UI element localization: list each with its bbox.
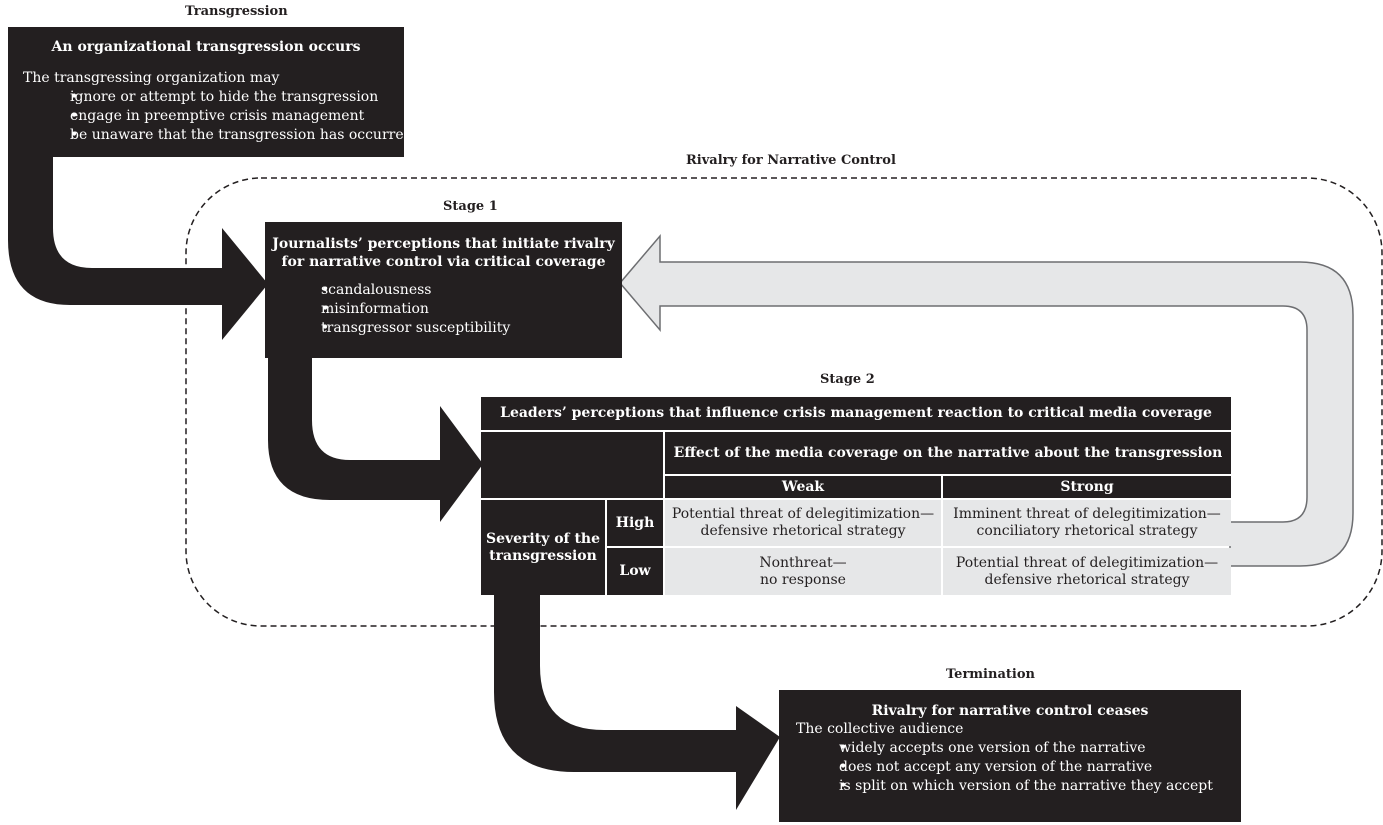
column-strong: Strong [943,476,1231,498]
arrow-stage2-to-termination [494,590,780,810]
cell-high-weak: Potential threat of delegitimization—def… [665,500,941,546]
severity-label: Severity of the transgression [481,500,605,595]
list-item: engage in preemptive crisis management [38,107,404,126]
row-low: Low [607,548,663,595]
arrow-transgression-to-stage1 [8,150,268,340]
row-high: High [607,500,663,546]
cell-low-strong: Potential threat of delegitimization—def… [943,548,1231,595]
list-item: misinformation [293,300,622,319]
transgression-title: An organizational transgression occurs [51,39,361,55]
list-item: ignore or attempt to hide the transgress… [38,88,404,107]
stage1-box: Journalists’ perceptions that initiate r… [265,222,622,358]
rivalry-label: Rivalry for Narrative Control [686,153,896,168]
transgression-intro: The transgressing organization may [23,70,280,86]
effect-header: Effect of the media coverage on the narr… [665,432,1231,474]
cell-low-weak: Nonthreat—no response [665,548,941,595]
cell-high-strong: Imminent threat of delegitimization—conc… [943,500,1231,546]
stage2-corner [481,432,663,498]
list-item: scandalousness [293,281,622,300]
termination-intro: The collective audience [796,721,964,737]
termination-box: Rivalry for narrative control ceases The… [779,690,1241,822]
stage2-label: Stage 2 [820,372,875,387]
list-item: is split on which version of the narrati… [817,777,1241,796]
stage2-header: Leaders’ perceptions that influence cris… [481,397,1231,430]
list-item: transgressor susceptibility [293,319,622,338]
list-item: be unaware that the transgression has oc… [38,126,413,145]
termination-title: Rivalry for narrative control ceases [871,703,1149,719]
transgression-label: Transgression [185,4,288,19]
list-item: does not accept any version of the narra… [817,758,1241,777]
stage1-list: scandalousness misinformation transgress… [293,281,622,338]
list-item: widely accepts one version of the narrat… [817,739,1241,758]
termination-list: widely accepts one version of the narrat… [817,739,1241,796]
transgression-box: An organizational transgression occurs T… [8,27,413,157]
termination-label: Termination [946,667,1035,682]
arrow-stage1-to-stage2 [268,350,483,522]
stage1-label: Stage 1 [443,199,498,214]
stage1-title-line1: Journalists’ perceptions that initiate r… [272,236,615,252]
column-weak: Weak [665,476,941,498]
stage1-title-line2: for narrative control via critical cover… [281,254,606,270]
feedback-arrow [619,233,1354,567]
transgression-list: ignore or attempt to hide the transgress… [38,88,413,145]
rivalry-boundary [185,177,1383,627]
